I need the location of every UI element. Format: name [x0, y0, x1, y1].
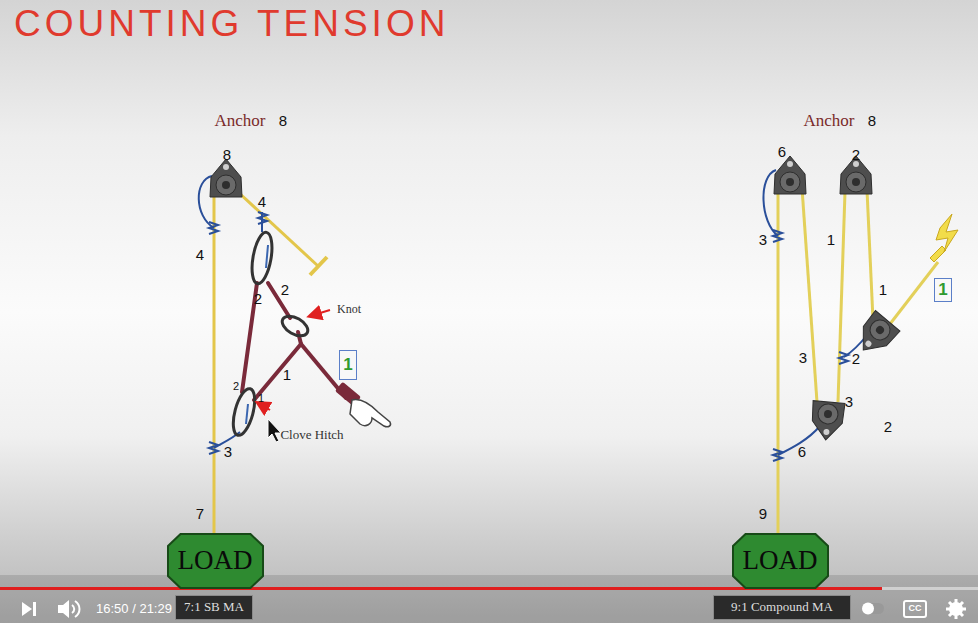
callout-number: 1: [938, 281, 947, 300]
carabiner: [229, 231, 311, 438]
caption-icon-text: CC: [909, 604, 922, 614]
player-icon: [72, 605, 74, 613]
part-label: Clove Hitch: [280, 428, 343, 442]
yellow-rope: [867, 190, 873, 320]
load-block: LOAD: [167, 533, 264, 589]
anchor-label: Anchor: [215, 112, 266, 131]
count-box: 1: [934, 278, 952, 302]
player-icon: [904, 601, 926, 617]
prusik: [209, 222, 218, 234]
yellow-rope: [802, 188, 817, 402]
player-icon: [33, 602, 36, 616]
anchor-label: Anchor: [804, 112, 855, 131]
mouse-cursor: [268, 419, 281, 442]
carabiner-gate: [246, 404, 248, 424]
tension-number: 3: [799, 350, 807, 367]
carabiner: [279, 312, 311, 340]
yellow-rope: [838, 192, 845, 402]
yellow-rope: [238, 192, 318, 266]
prusik: [763, 170, 868, 461]
tension-number: 6: [778, 144, 786, 161]
yellow-rope: [310, 257, 327, 275]
pointer-arrow: [258, 403, 270, 410]
tension-number: 7: [196, 506, 204, 523]
prusik: [773, 230, 782, 242]
pulley: [210, 159, 242, 197]
tension-number: 1: [879, 282, 887, 299]
part-label: Knot: [337, 303, 361, 316]
pointer-arrow: [310, 310, 330, 316]
pulley: [810, 401, 845, 442]
player-icon: [58, 600, 69, 618]
tension-number: 2: [852, 147, 860, 164]
yellow-rope: [214, 190, 327, 535]
pointer-arrow: [258, 310, 330, 410]
tension-number: 1: [258, 392, 264, 404]
pulley: [810, 401, 845, 442]
hand-icon: [335, 382, 391, 427]
octagon-outline: [167, 534, 262, 588]
load-label: LOAD: [178, 546, 253, 576]
tension-number: 1: [827, 232, 835, 249]
player-icon: [946, 599, 966, 619]
carabiner-gate: [246, 245, 268, 424]
yellow-rope: [213, 190, 216, 535]
tension-number: 2: [884, 419, 892, 436]
pulley: [774, 156, 806, 194]
player-icon: [862, 603, 874, 615]
load-label: LOAD: [743, 546, 818, 576]
maroon-rope: [242, 283, 346, 400]
prusik: [839, 352, 848, 364]
prusik: [209, 442, 218, 454]
tension-number: 1: [283, 367, 291, 384]
tension-number: 2: [852, 351, 860, 368]
power-bolt: [930, 214, 958, 262]
player-icon: [862, 603, 884, 614]
tension-number: 2: [254, 291, 262, 308]
tension-number: 8: [279, 113, 287, 130]
count-box: 1: [339, 350, 357, 380]
tension-number: 9: [759, 506, 767, 523]
player-icon: [75, 601, 80, 617]
player-icon: [22, 602, 32, 616]
tension-number: 8: [223, 147, 231, 164]
maroon-rope: [254, 344, 301, 400]
hand-icon: [350, 400, 391, 427]
yellow-rope: [890, 262, 938, 324]
carabiner-gate: [266, 245, 268, 268]
caption-text: 9:1 Compound MA: [731, 600, 833, 614]
yellow-rope: [778, 186, 938, 535]
video-time: 16:50 / 21:29: [96, 602, 172, 616]
progress-track: [0, 587, 978, 590]
prusik: [258, 212, 267, 224]
caption-text: 7:1 SB MA: [184, 600, 244, 614]
load-block: LOAD: [732, 533, 829, 589]
tension-number: 4: [196, 247, 204, 264]
ma-caption-box: 7:1 SB MA: [175, 595, 253, 620]
prusik: [199, 176, 267, 454]
tension-number: 8: [868, 113, 876, 130]
slide-title: COUNTING TENSION: [14, 4, 449, 45]
tension-number: 6: [798, 444, 806, 461]
tension-number: 2: [233, 380, 239, 392]
player-shade: [0, 575, 978, 623]
prusik: [773, 449, 782, 461]
tension-number: 3: [224, 444, 232, 461]
carabiner: [229, 386, 259, 437]
ma-caption-box: 9:1 Compound MA: [713, 595, 851, 620]
tension-number: 2: [281, 282, 289, 299]
callout-number: 1: [343, 356, 352, 375]
carabiner: [249, 231, 276, 285]
octagon-outline: [732, 534, 827, 588]
tension-number: 4: [258, 194, 266, 211]
tension-number: 3: [759, 232, 767, 249]
tension-number: 3: [845, 394, 853, 411]
